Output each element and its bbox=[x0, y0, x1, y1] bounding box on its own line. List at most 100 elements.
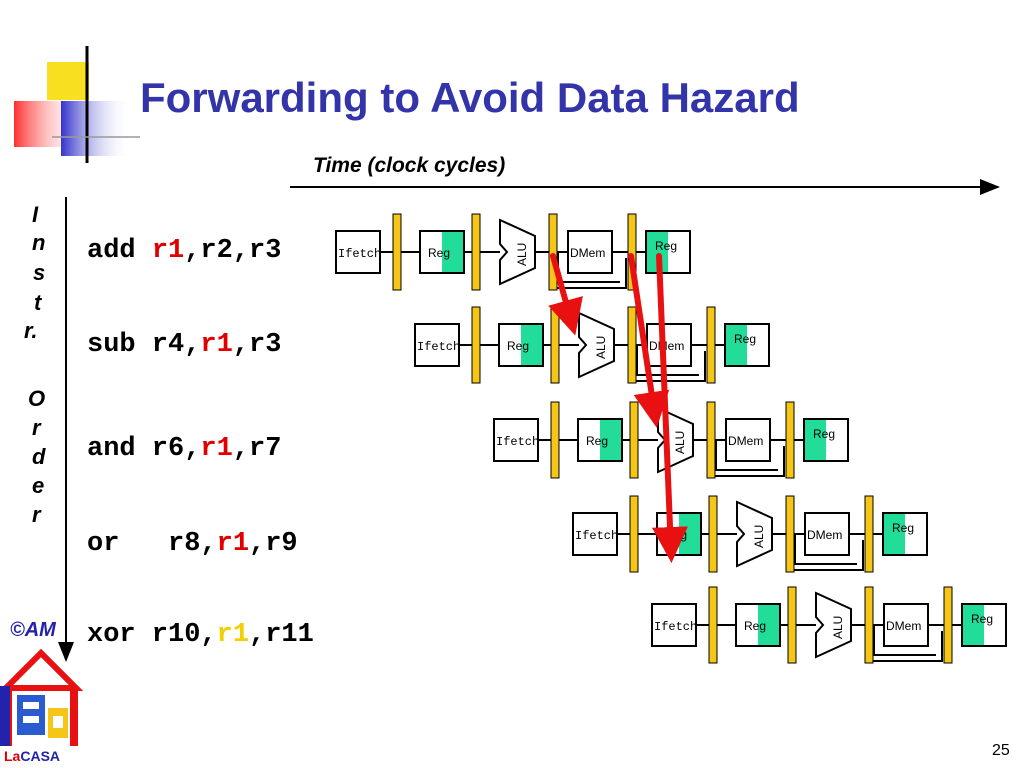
dmem-box bbox=[804, 512, 850, 556]
reg-write-highlight bbox=[963, 605, 984, 645]
pipeline-latch bbox=[629, 495, 639, 573]
alu-label: ALU bbox=[831, 616, 845, 639]
reg-read-label: Reg bbox=[428, 246, 450, 260]
pipeline-latch bbox=[548, 213, 558, 291]
instruction-operands: ,r11 bbox=[249, 620, 314, 650]
pipeline-latch bbox=[392, 213, 402, 291]
alu-label: ALU bbox=[594, 336, 608, 359]
mem-bypass-wire bbox=[873, 625, 936, 656]
reg-write-label: Reg bbox=[734, 332, 756, 346]
instruction-operands: ,r9 bbox=[249, 529, 298, 559]
pipeline-latch bbox=[706, 306, 716, 384]
mem-bypass-wire bbox=[636, 345, 699, 376]
pipeline-latch bbox=[550, 306, 560, 384]
instruction-opcode: xor r10, bbox=[87, 620, 217, 650]
reg-write-label: Reg bbox=[813, 427, 835, 441]
logo-casa: CASA bbox=[20, 748, 61, 764]
ifetch-label: Ifetch bbox=[575, 529, 618, 543]
logo-la: La bbox=[4, 748, 21, 764]
instr-order-letter: n bbox=[32, 230, 46, 255]
mem-bypass-wire bbox=[557, 252, 620, 283]
dmem-box bbox=[883, 603, 929, 647]
corner-decoration bbox=[14, 46, 140, 163]
reg-read-highlight bbox=[758, 605, 779, 645]
instruction-forwarded-register: r1 bbox=[200, 330, 233, 360]
instruction-5: xor r10,r1,r11 bbox=[87, 620, 314, 650]
dmem-box bbox=[725, 418, 771, 462]
instr-order-letter: s bbox=[33, 260, 46, 285]
yellow-square bbox=[47, 62, 89, 100]
instruction-operands: ,r2,r3 bbox=[184, 236, 282, 266]
reg-write-highlight bbox=[726, 325, 747, 365]
reg-read-highlight bbox=[679, 514, 700, 554]
forwarding-arrow-to-or bbox=[652, 253, 689, 563]
reg-read-box bbox=[656, 512, 702, 556]
reg-read-box bbox=[577, 418, 623, 462]
ifetch-label: Ifetch bbox=[654, 620, 697, 634]
ifetch-box bbox=[493, 418, 539, 462]
instruction-operands: ,r3 bbox=[232, 330, 282, 360]
instruction-2: sub r4,r1,r3 bbox=[87, 330, 281, 360]
reg-write-label: Reg bbox=[655, 239, 677, 253]
instr-order-letter: r bbox=[32, 502, 41, 527]
dmem-box bbox=[567, 230, 613, 274]
mem-bypass-wire bbox=[867, 625, 943, 662]
dmem-label: DMem bbox=[649, 339, 684, 353]
lacasa-house-logo bbox=[0, 648, 84, 746]
reg-read-label: Reg bbox=[507, 339, 529, 353]
mem-bypass-wire bbox=[551, 252, 627, 289]
alu-label: ALU bbox=[752, 525, 766, 548]
reg-write-box bbox=[882, 512, 928, 556]
alu-shape bbox=[657, 406, 694, 474]
ifetch-box bbox=[651, 603, 697, 647]
instruction-forwarded-register: r1 bbox=[151, 236, 185, 266]
instruction-opcode: add bbox=[87, 236, 152, 266]
instr-order-letter: e bbox=[32, 473, 45, 498]
reg-read-highlight bbox=[521, 325, 542, 365]
instruction-forwarded-register: r1 bbox=[216, 620, 250, 650]
ifetch-box bbox=[572, 512, 618, 556]
pipeline-latch bbox=[708, 495, 718, 573]
blue-square bbox=[61, 101, 131, 156]
page-number: 25 bbox=[992, 742, 1010, 759]
pipeline-latch bbox=[943, 586, 953, 664]
reg-read-box bbox=[498, 323, 544, 367]
ifetch-label: Ifetch bbox=[338, 247, 381, 261]
dmem-label: DMem bbox=[570, 246, 605, 260]
pipeline-latch bbox=[706, 401, 716, 479]
dmem-box bbox=[646, 323, 692, 367]
reg-read-box bbox=[735, 603, 781, 647]
reg-write-label: Reg bbox=[971, 612, 993, 626]
lacasa-logo-text: LaCASA bbox=[4, 748, 60, 764]
instr-order-letter: t bbox=[34, 290, 42, 315]
reg-read-label: Reg bbox=[744, 619, 766, 633]
instruction-opcode: or r8, bbox=[87, 529, 217, 559]
alu-label: ALU bbox=[515, 243, 529, 266]
mem-bypass-wire bbox=[630, 345, 706, 382]
ifetch-label: Ifetch bbox=[496, 435, 539, 449]
dmem-label: DMem bbox=[807, 528, 842, 542]
instruction-operands: ,r7 bbox=[232, 434, 282, 464]
instr-order-letter: r. bbox=[24, 318, 38, 343]
dmem-label: DMem bbox=[886, 619, 921, 633]
reg-write-highlight bbox=[647, 232, 668, 272]
pipeline-latch bbox=[785, 401, 795, 479]
forwarding-arrow-to-sub bbox=[548, 253, 583, 336]
instr-order-letter: I bbox=[32, 202, 39, 227]
pipeline-latch bbox=[471, 306, 481, 384]
pipeline-latch bbox=[785, 495, 795, 573]
reg-write-highlight bbox=[805, 420, 826, 460]
copyright-text: ©AM bbox=[10, 619, 56, 641]
pipeline-latch bbox=[787, 586, 797, 664]
reg-write-highlight bbox=[884, 514, 905, 554]
pipeline-latch bbox=[864, 586, 874, 664]
alu-shape bbox=[499, 218, 536, 286]
ifetch-box bbox=[335, 230, 381, 274]
reg-write-box bbox=[961, 603, 1007, 647]
alu-shape bbox=[736, 500, 773, 568]
reg-read-box bbox=[419, 230, 465, 274]
pipeline-latch bbox=[627, 306, 637, 384]
pipeline-latch bbox=[629, 401, 639, 479]
reg-write-box bbox=[645, 230, 691, 274]
reg-write-box bbox=[803, 418, 849, 462]
